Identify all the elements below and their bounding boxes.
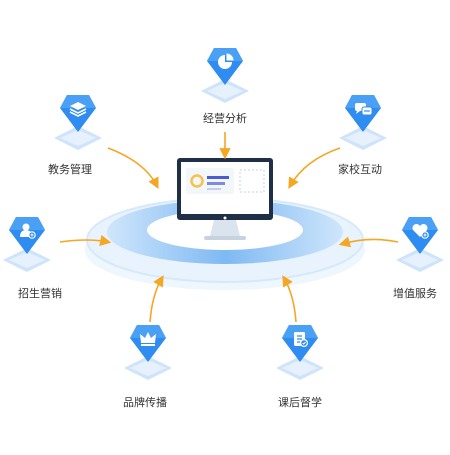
label-kehou: 课后督学: [278, 396, 322, 409]
desktop-monitor-icon: [177, 158, 273, 240]
node-zhaosheng: [3, 217, 51, 272]
chat-bubbles-icon: [355, 103, 373, 116]
node-jiaowu: [54, 95, 102, 150]
layers-icon: [69, 102, 87, 117]
label-jingying: 经营分析: [203, 112, 247, 125]
arrow-zengzhi: [338, 236, 399, 248]
arrow-jiaxiao: [288, 147, 341, 189]
arrow-zhaosheng: [59, 234, 112, 246]
node-kehou: [276, 325, 324, 380]
node-pinpai: [124, 325, 172, 380]
node-jiaxiao: [339, 95, 387, 150]
label-pinpai: 品牌传播: [123, 396, 167, 409]
label-zengzhi: 增值服务: [393, 287, 437, 300]
heart-plus-icon: [412, 223, 429, 239]
node-jingying: [201, 48, 249, 103]
arrow-kehou: [282, 275, 297, 323]
pie-chart-icon: [218, 53, 234, 69]
arrow-pinpai: [149, 275, 164, 323]
crown-icon: [140, 332, 156, 346]
label-zhaosheng: 招生营销: [18, 287, 62, 300]
label-jiaowu: 教务管理: [48, 163, 92, 176]
arrow-jiaowu: [107, 147, 159, 190]
node-zengzhi: [396, 217, 444, 272]
add-user-icon: [20, 223, 36, 239]
label-jiaxiao: 家校互动: [338, 163, 382, 176]
document-check-icon: [294, 332, 309, 348]
